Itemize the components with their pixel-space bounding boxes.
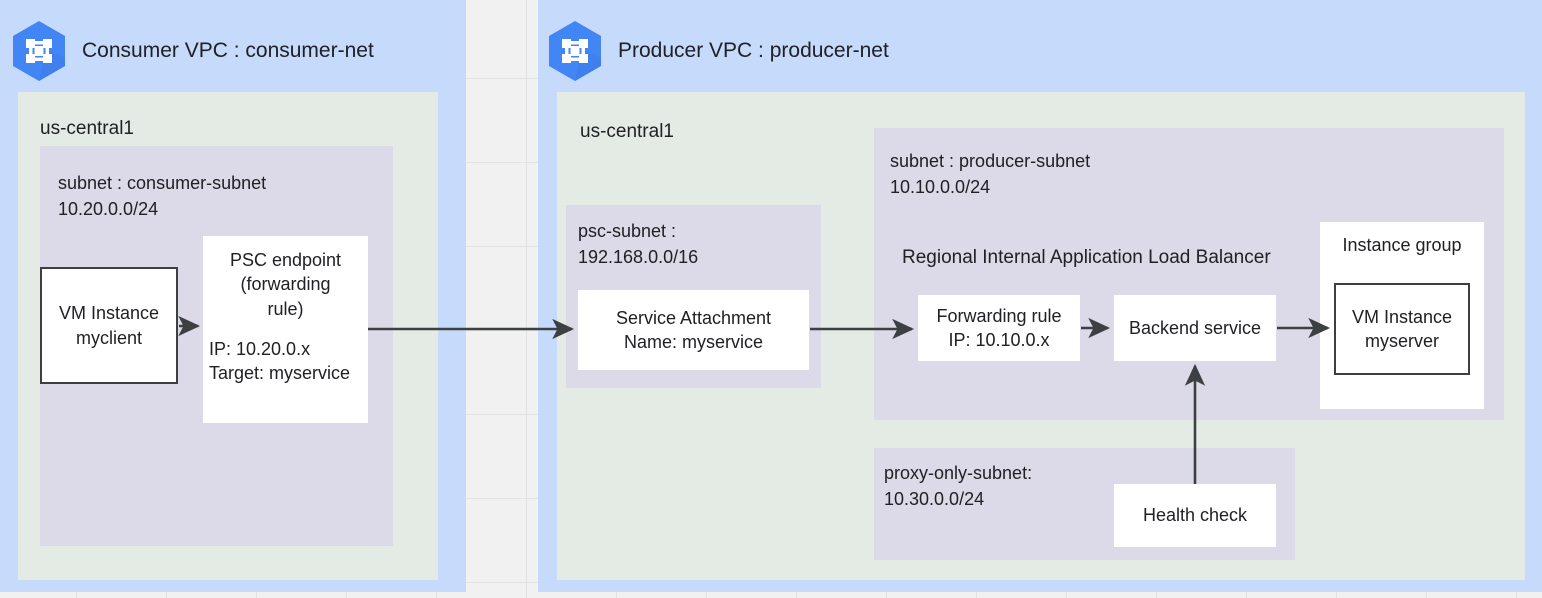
psc-endpoint-title: PSC endpoint (forwarding rule) [229, 250, 342, 319]
vpc-network-icon [13, 21, 65, 81]
vpc-network-icon [549, 21, 601, 81]
psc-endpoint-detail: IP: 10.20.0.x Target: myservice [209, 338, 351, 384]
producer-subnet-label: subnet : producer-subnet 10.10.0.0/24 [890, 151, 1091, 198]
producer-region-label: us-central1 [580, 121, 674, 142]
consumer-vpc-title: Consumer VPC : consumer-net [82, 39, 374, 62]
vm-instance-myclient-box: VM Instance myclient [40, 267, 178, 384]
consumer-vpc-header: Consumer VPC : consumer-net [10, 20, 374, 82]
psc-subnet-label: psc-subnet : 192.168.0.0/16 [578, 221, 699, 268]
load-balancer-label: Regional Internal Application Load Balan… [902, 247, 1271, 268]
consumer-subnet-label: subnet : consumer-subnet 10.20.0.0/24 [58, 173, 267, 220]
producer-vpc-title: Producer VPC : producer-net [618, 39, 889, 62]
service-attachment-box: Service Attachment Name: myservice [578, 290, 809, 370]
health-check-box: Health check [1114, 484, 1276, 547]
proxy-only-subnet-label: proxy-only-subnet: 10.30.0.0/24 [884, 463, 1033, 510]
psc-endpoint-box: PSC endpoint (forwarding rule) IP: 10.20… [203, 236, 368, 423]
vm-instance-myserver-box: VM Instance myserver [1334, 283, 1470, 375]
producer-vpc-header: Producer VPC : producer-net [546, 20, 889, 82]
forwarding-rule-box: Forwarding rule IP: 10.10.0.x [918, 295, 1080, 361]
consumer-region-label: us-central1 [40, 118, 134, 139]
backend-service-box: Backend service [1114, 295, 1276, 361]
